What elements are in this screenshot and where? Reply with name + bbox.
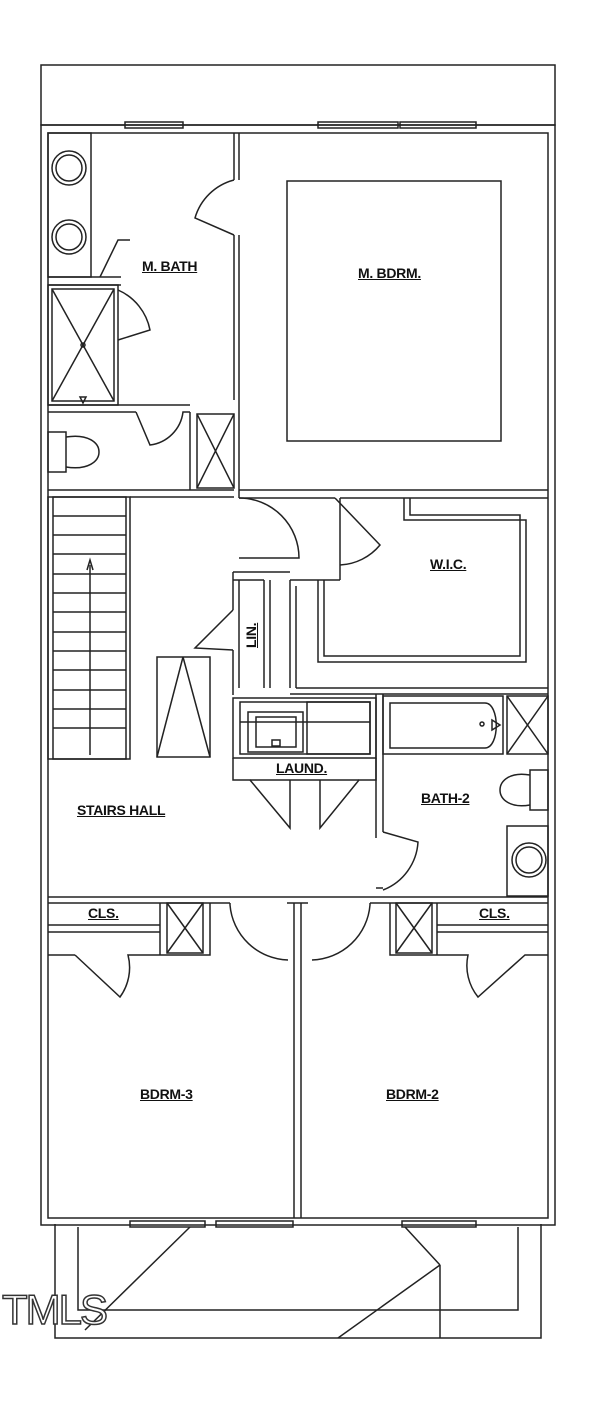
walk-in-closet — [289, 497, 548, 695]
room-label-stairs-hall: STAIRS HALL — [77, 802, 166, 818]
room-label-walk-in-closet: W.I.C. — [430, 556, 467, 572]
room-label-linen: LIN. — [243, 622, 259, 648]
linen-closet — [193, 497, 300, 695]
room-label-master-bath: M. BATH — [142, 258, 198, 274]
watermark-logo: TMLS — [1, 1285, 109, 1334]
bath-2 — [375, 694, 549, 897]
bedroom-divider — [48, 896, 548, 1218]
room-label-master-bedroom: M. BDRM. — [358, 265, 421, 281]
interior-wall — [47, 132, 549, 1219]
room-label-closet-left: CLS. — [88, 905, 119, 921]
master-bedroom — [239, 180, 548, 566]
rear-deck — [54, 1220, 542, 1339]
laundry — [232, 697, 377, 831]
front-deck — [40, 64, 556, 1226]
room-label-bedroom-3: BDRM-3 — [140, 1086, 193, 1102]
top-windows — [124, 121, 477, 129]
stairs — [47, 496, 234, 760]
room-label-bath-2: BATH-2 — [421, 790, 470, 806]
room-label-laundry: LAUND. — [276, 760, 328, 776]
room-label-bedroom-2: BDRM-2 — [386, 1086, 439, 1102]
master-bath — [47, 132, 240, 498]
room-label-closet-right: CLS. — [479, 905, 510, 921]
